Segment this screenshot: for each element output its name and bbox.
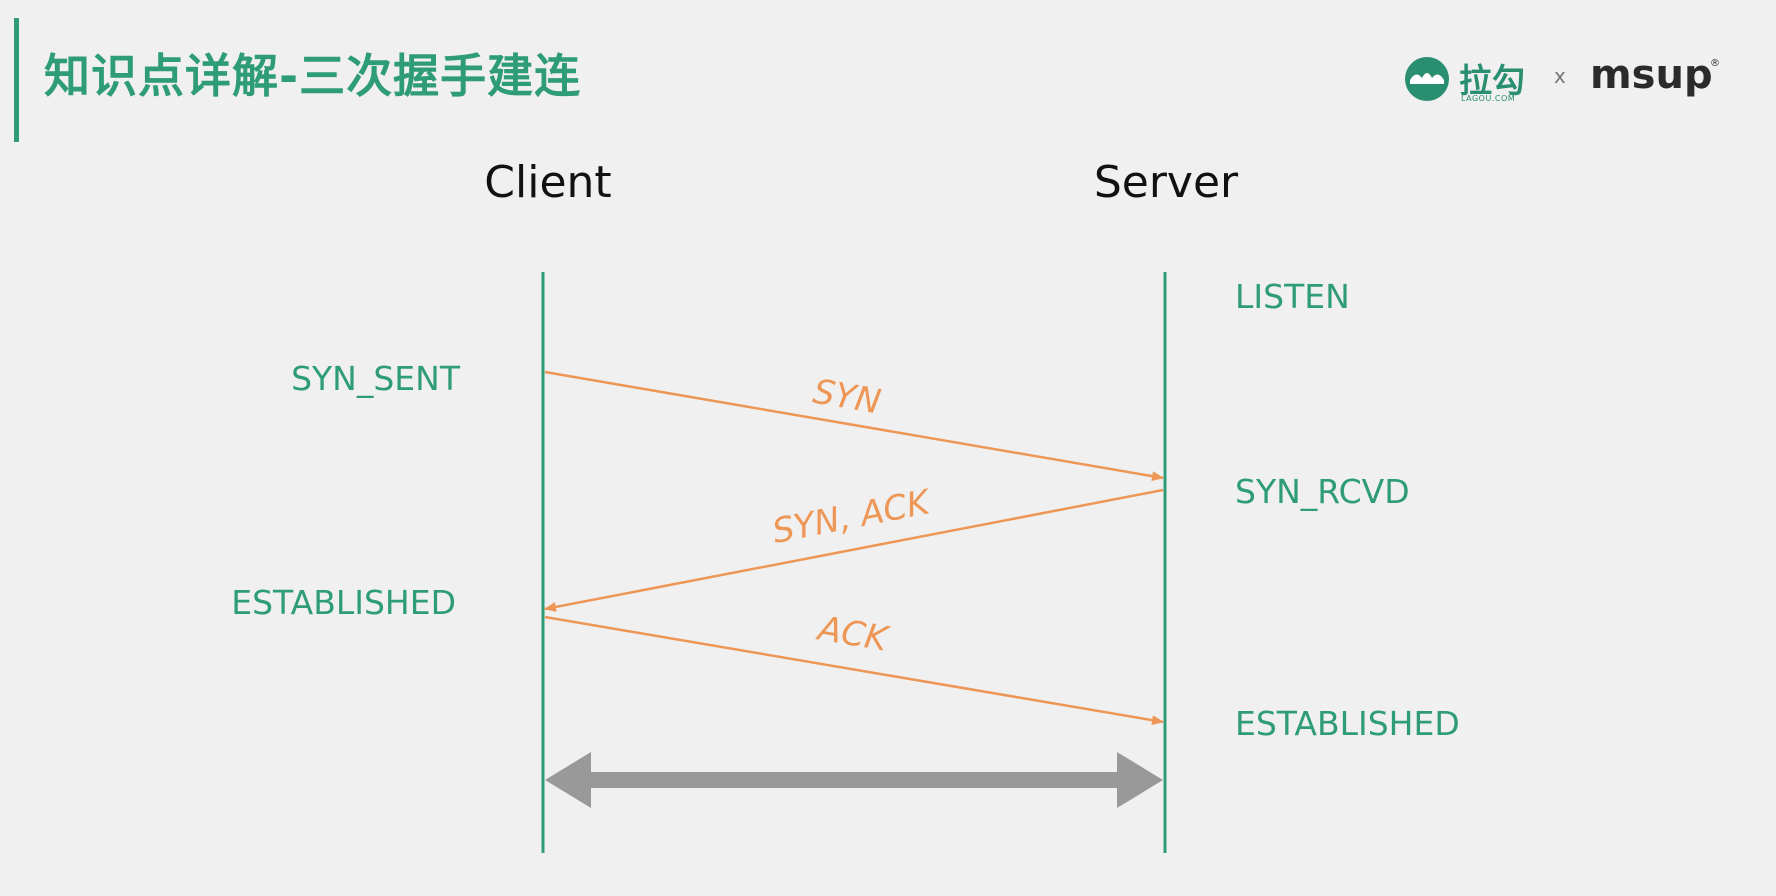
connection-double-arrow bbox=[545, 752, 1163, 808]
lagou-logo-icon bbox=[1405, 57, 1449, 101]
client-state-established: ESTABLISHED bbox=[231, 583, 456, 622]
page-title: 知识点详解-三次握手建连 bbox=[44, 49, 582, 103]
syn-arrow bbox=[544, 370, 1164, 482]
ack-arrow bbox=[544, 615, 1164, 726]
title-accent-bar bbox=[14, 18, 19, 142]
syn-label: SYN bbox=[810, 372, 884, 423]
server-label: Server bbox=[1094, 157, 1239, 208]
syn-ack-label: SYN, ACK bbox=[769, 482, 935, 552]
server-state-established: ESTABLISHED bbox=[1235, 704, 1460, 743]
syn-ack-arrow bbox=[544, 488, 1164, 612]
lagou-logo-text: 拉勾 bbox=[1459, 61, 1525, 100]
server-state-listen: LISTEN bbox=[1235, 277, 1350, 316]
server-state-syn-rcvd: SYN_RCVD bbox=[1235, 472, 1410, 511]
brand-logos: 拉勾 LAGOU.COM x msup ® bbox=[1404, 48, 1734, 108]
client-label: Client bbox=[484, 157, 611, 208]
ack-label: ACK bbox=[813, 608, 893, 660]
msup-registered-mark: ® bbox=[1710, 58, 1720, 69]
lagou-logo-subtext: LAGOU.COM bbox=[1461, 94, 1516, 103]
client-state-syn-sent: SYN_SENT bbox=[291, 359, 461, 398]
logo-separator: x bbox=[1554, 64, 1566, 88]
msup-logo-text: msup bbox=[1590, 52, 1713, 98]
